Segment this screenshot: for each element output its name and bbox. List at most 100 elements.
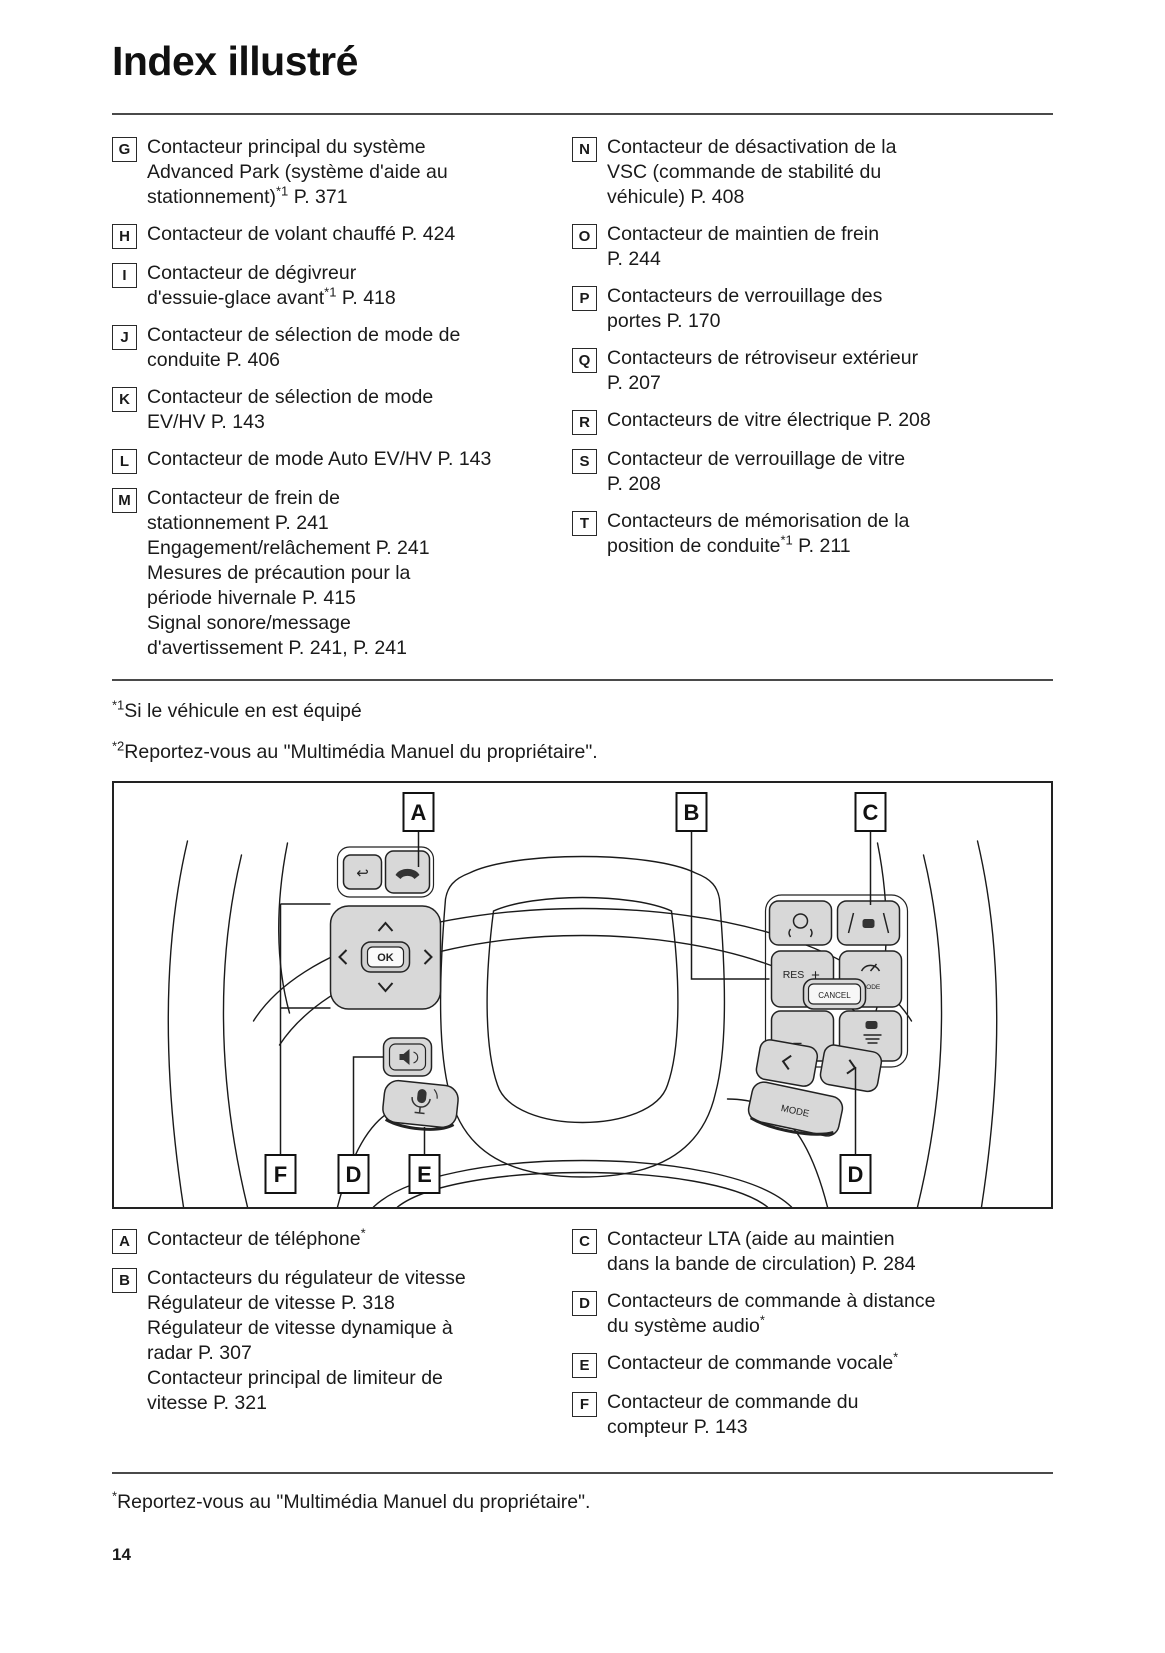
callout-letter-c: C (863, 800, 879, 825)
callout-letter-d-left: D (346, 1162, 362, 1187)
footnote-marker: * (360, 1225, 366, 1241)
index-letter-box: T (572, 511, 597, 536)
footnote-marker: *1 (112, 697, 125, 713)
airbag-pad-outline (439, 855, 726, 1178)
callout-labels: A B C F D E D (264, 792, 887, 1194)
index-letter-box: K (112, 387, 137, 412)
index-entry-line: position de conduite*1 P. 211 (607, 532, 851, 558)
index-letter-box: Q (572, 348, 597, 373)
index-letter-box: E (572, 1353, 597, 1378)
index-entry-line: Advanced Park (système d'aide au (147, 161, 448, 183)
dashboard-left-inner-line (222, 854, 249, 1207)
mic-icon (417, 1089, 427, 1104)
footnote-marker: * (893, 1349, 899, 1365)
airbag-pad-inner-line (486, 896, 679, 1124)
index-entry-line: dans la bande de circulation) P. 284 (607, 1253, 916, 1275)
index-letter-box: P (572, 286, 597, 311)
index-letter-box: J (112, 325, 137, 350)
footnote-marker: *2 (112, 738, 125, 754)
index-entry-line: Contacteur de dégivreur (147, 262, 357, 284)
steering-wheel-diagram: ↩ OK (112, 781, 1053, 1209)
index-letter-box: D (572, 1291, 597, 1316)
lane-car-icon (862, 919, 875, 928)
leader-b (690, 831, 770, 980)
assist-steering-icon (792, 913, 809, 929)
mode-button (747, 1081, 844, 1137)
bottom-footnote-text: Reportez-vous au "Multimédia Manuel du p… (117, 1491, 591, 1513)
footnote-marker: *1 (276, 183, 289, 199)
dashboard-left-outer-line (167, 840, 189, 1207)
mid-footnotes: *1Si le véhicule en est équipé*2Reportez… (112, 699, 1053, 765)
index-letter-box: C (572, 1229, 597, 1254)
chevron-left-icon (338, 949, 348, 965)
index-entry-line: Engagement/relâchement P. 241 (147, 537, 430, 559)
index-entry-line: Régulateur de vitesse P. 318 (147, 1292, 395, 1314)
return-icon: ↩ (356, 865, 369, 882)
mid-rule (112, 679, 1053, 681)
callout-box-c (854, 792, 887, 832)
index-entry-line: Signal sonore/message (147, 612, 351, 634)
chevron-up-icon (377, 921, 394, 932)
cancel-button-inner (807, 983, 862, 1005)
index-entry-text: Contacteurs de vitre électrique P. 208 (607, 408, 931, 435)
dashboard-right-inner-line (916, 854, 943, 1207)
voice-button-shadow (384, 1118, 455, 1131)
bottom-rule (112, 1472, 1053, 1474)
lane-lines-icon (847, 912, 890, 934)
index-entry-line: Contacteur de volant chauffé P. 424 (147, 223, 456, 245)
mic-arc (411, 1097, 431, 1108)
index-entry-line: Contacteur de commande vocale* (607, 1349, 899, 1375)
seek-right-button (819, 1044, 883, 1093)
chevron-right-icon (423, 949, 433, 965)
index-entry-text: Contacteur de commande vocale* (607, 1351, 898, 1378)
index-entry-line: Contacteurs de rétroviseur extérieur (607, 347, 919, 369)
index-entry-line: Contacteur de commande du (607, 1391, 859, 1413)
index-letter-box: I (112, 263, 137, 288)
voice-button-group (382, 1079, 459, 1131)
index-letter-box: S (572, 449, 597, 474)
index-entry-line: Contacteurs de mémorisation de la (607, 510, 910, 532)
callout-box-d-right (839, 1154, 872, 1194)
index-letter-box: R (572, 410, 597, 435)
mic-wave-icon (433, 1088, 438, 1099)
res-label: RES (783, 969, 805, 981)
left-button-cluster: ↩ OK (329, 846, 459, 1131)
index-entry-line: Régulateur de vitesse dynamique à (147, 1317, 453, 1339)
index-entry-line: Contacteur de téléphone* (147, 1225, 366, 1251)
chevron-down-icon (377, 982, 394, 993)
callout-leader-lines (279, 831, 872, 1155)
index-entry-line: Contacteur de désactivation de la (607, 136, 897, 158)
gauge-needle-icon (869, 963, 878, 972)
index-entry-text: Contacteur de volant chauffé P. 424 (147, 222, 455, 249)
index-letter-box: M (112, 488, 137, 513)
index-entry-line: EV/HV P. 143 (147, 411, 265, 433)
index-letter-box: O (572, 224, 597, 249)
leader-f-bracket (279, 903, 331, 1155)
index-entry-line: Contacteurs de verrouillage des (607, 285, 883, 307)
index-entry-line: Contacteur de sélection de mode de (147, 324, 461, 346)
index-letter-box: G (112, 137, 137, 162)
footnote-marker: *1 (780, 532, 793, 548)
index-entry-line: VSC (commande de stabilité du (607, 161, 882, 183)
bottom-footnote: *Reportez-vous au "Multimédia Manuel du … (112, 1490, 1053, 1515)
left-top-panel (336, 846, 435, 898)
